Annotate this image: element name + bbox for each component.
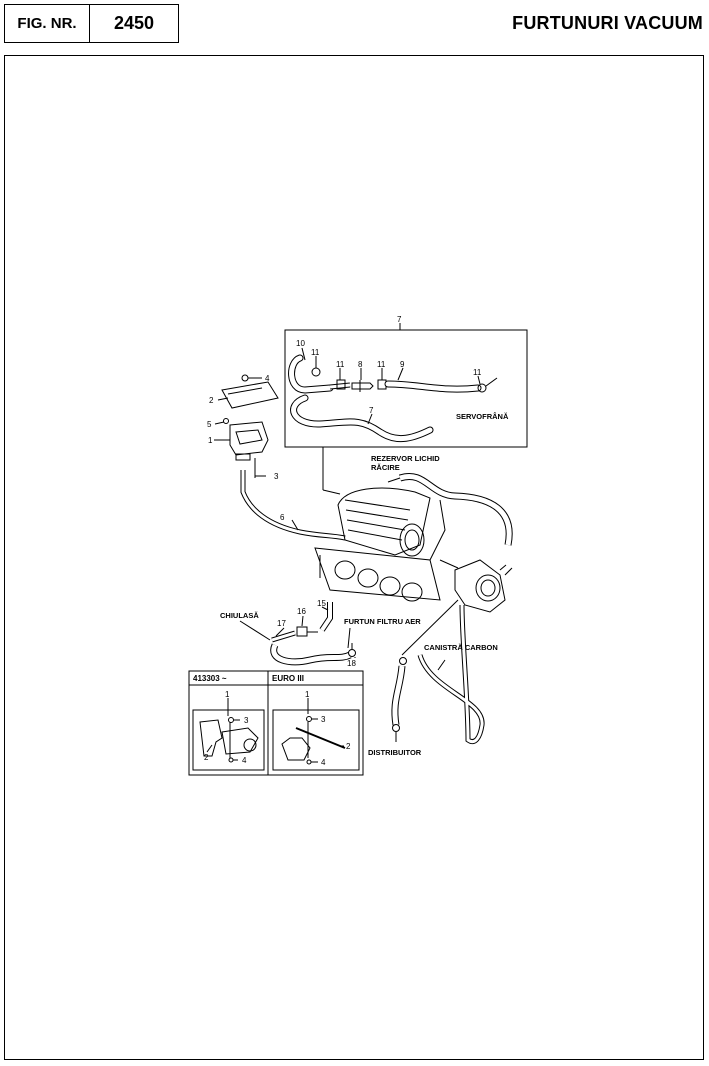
callout-15: 15: [317, 599, 326, 608]
callout-9: 9: [400, 360, 405, 369]
callout-4: 4: [265, 374, 270, 383]
hose-7: [290, 394, 434, 442]
inset-right-callout-3: 3: [321, 715, 326, 724]
nut-4: [241, 374, 249, 382]
page-title: FURTUNURI VACUUM: [512, 13, 703, 33]
callout-11: 11: [311, 348, 320, 357]
label-distribuitor: DISTRIBUITOR: [368, 748, 422, 757]
clamp-11: [311, 367, 321, 377]
callout-2: 2: [209, 396, 214, 405]
inset-left-title: 413303 ~: [193, 674, 227, 683]
label-rezervor-line1: REZERVOR LICHID: [371, 454, 440, 463]
callout-11: 11: [336, 360, 345, 369]
figure-number: 2450: [113, 13, 155, 33]
figure-number-box: FIG. NR. 2450: [4, 4, 179, 43]
coolant-hose: [398, 472, 513, 546]
callout-17: 17: [277, 619, 286, 628]
intake-plenum: [337, 487, 431, 556]
check-valve-8: [351, 382, 374, 390]
fitting-16: [296, 626, 308, 637]
callout-7: 7: [369, 406, 374, 415]
callout-5: 5: [207, 420, 212, 429]
callout-11: 11: [473, 368, 482, 377]
callout-8: 8: [358, 360, 363, 369]
hose-detail-box: [284, 329, 528, 448]
manifold-flange: [314, 547, 441, 601]
inset-right-bracket: [295, 727, 346, 749]
figure-label: FIG. NR.: [5, 5, 90, 42]
throttle-body: [399, 523, 425, 557]
inset-right-sensor: [281, 737, 311, 761]
clamp-18: [348, 649, 356, 657]
callout-10: 10: [296, 339, 305, 348]
inset-right-callout-1: 1: [305, 690, 310, 699]
diagram-frame: [4, 55, 704, 1060]
screw-5: [223, 418, 229, 424]
bracket-2: [221, 381, 279, 409]
inset-left-callout-4: 4: [242, 756, 247, 765]
clamp-11-d: [477, 383, 487, 393]
label-servofrana: SERVOFRÂNĂ: [456, 412, 509, 421]
callout-6: 6: [280, 513, 285, 522]
callout-1: 1: [208, 436, 213, 445]
label-chiulasa: CHIULASĂ: [220, 611, 259, 620]
label-rezervor-line2: RĂCIRE: [371, 463, 400, 472]
callout-7: 7: [397, 315, 402, 324]
callout-3: 3: [274, 472, 279, 481]
map-sensor-1: [229, 421, 269, 456]
inset-right-callout-2: 2: [346, 742, 351, 751]
hose-6: [240, 470, 346, 541]
callout-18: 18: [347, 659, 356, 668]
label-furtun-filtru: FURTUN FILTRU AER: [344, 617, 421, 626]
inset-left-callout-2: 2: [204, 753, 209, 762]
callout-11: 11: [377, 360, 386, 369]
callout-16: 16: [297, 607, 306, 616]
inset-left-callout-3: 3: [244, 716, 249, 725]
inset-right-box: [272, 709, 360, 771]
clamp-11-b: [336, 379, 346, 390]
inset-right-callout-4: 4: [321, 758, 326, 767]
inset-left-callout-1: 1: [225, 690, 230, 699]
inset-right-title: EURO III: [272, 674, 304, 683]
throttle-assembly: [454, 559, 506, 613]
inset-left-sensor: [221, 727, 259, 755]
label-canistra: CANISTRĂ CARBON: [424, 643, 498, 652]
inset-left-bracket: [199, 719, 223, 757]
inset-frame: [188, 670, 364, 776]
